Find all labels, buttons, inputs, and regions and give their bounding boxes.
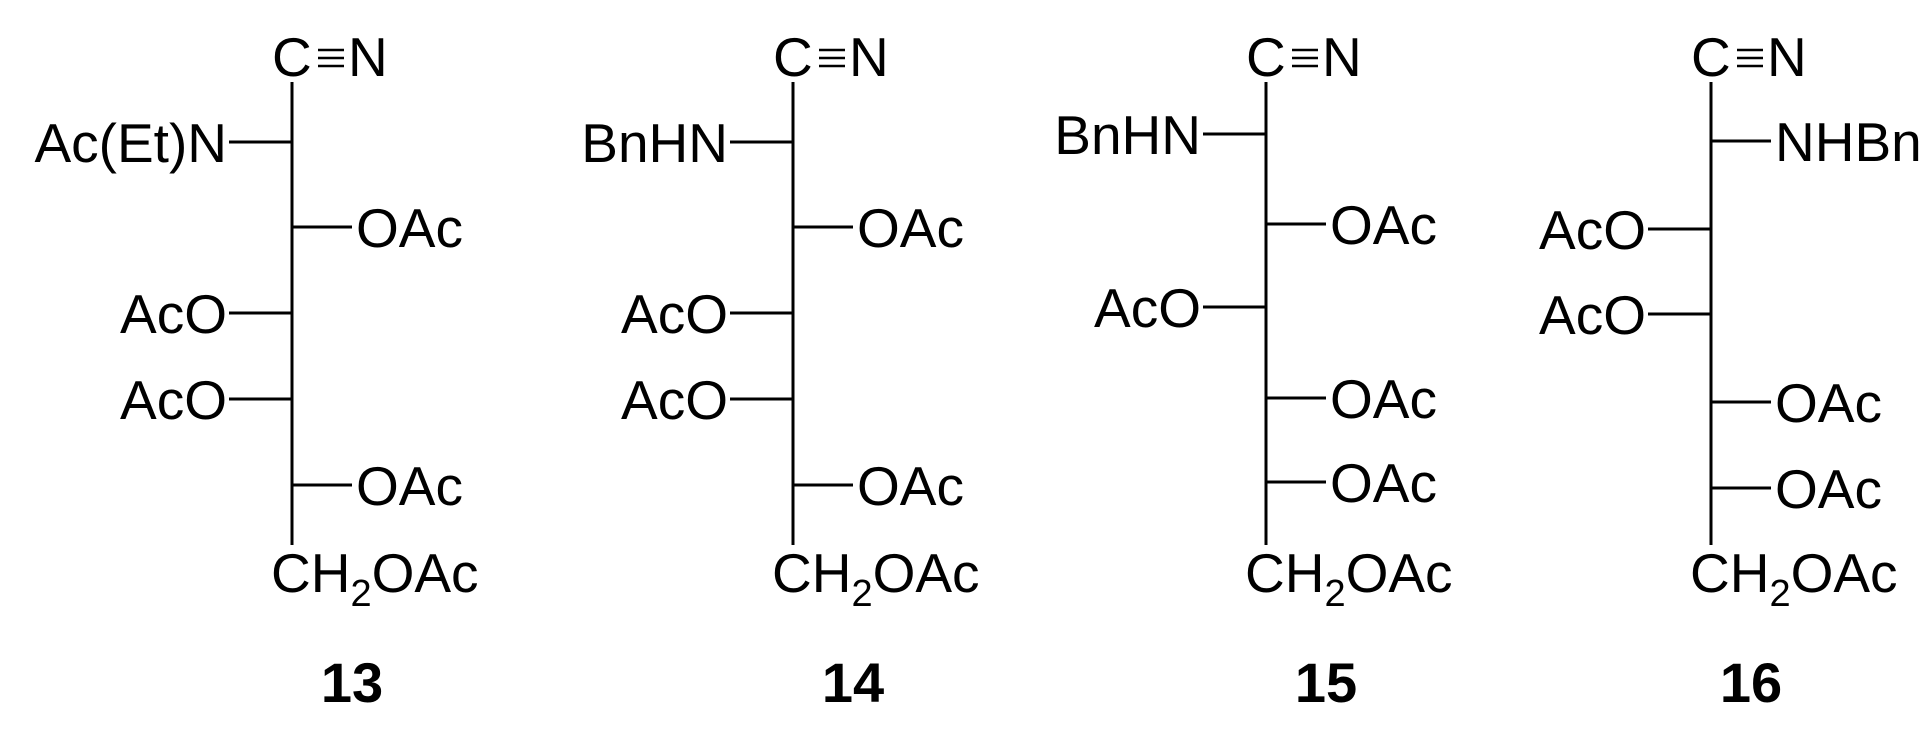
nitrile-nitrogen: N [348,26,388,88]
terminal-group-label: CH2OAc [1690,542,1898,615]
substituent-label: AcO [621,369,728,431]
substituent-label: AcO [120,369,227,431]
substituent-label: AcO [1539,284,1646,346]
compound-16: C N NHBn AcO AcO OAc OAc CH2OAc 16 [1539,26,1922,714]
substituent-label: NHBn [1775,111,1922,173]
substituent-label: OAc [857,197,964,259]
compound-13: C N Ac(Et)N OAc AcO AcO OAc CH2OAc 13 [35,26,479,714]
substituent-label: OAc [1330,368,1437,430]
compound-number: 16 [1720,651,1782,714]
nitrile-carbon: C [1691,26,1731,88]
substituent-label: BnHN [581,112,728,174]
terminal-group-label: CH2OAc [1245,542,1453,615]
nitrile-carbon: C [773,26,813,88]
terminal-group-label: CH2OAc [772,542,980,615]
substituent-label: OAc [1330,194,1437,256]
substituent-label: AcO [1094,277,1201,339]
compound-number: 15 [1295,651,1357,714]
substituent-label: OAc [1330,452,1437,514]
compound-number: 13 [321,651,383,714]
substituent-label: AcO [1539,199,1646,261]
compound-14: C N BnHN OAc AcO AcO OAc CH2OAc 14 [581,26,979,714]
compound-number: 14 [822,651,884,714]
nitrile-nitrogen: N [1767,26,1807,88]
nitrile-carbon: C [1246,26,1286,88]
substituent-label: OAc [356,197,463,259]
substituent-label: BnHN [1054,104,1201,166]
substituent-label: AcO [621,283,728,345]
substituent-label: OAc [1775,372,1882,434]
substituent-label: OAc [857,455,964,517]
compound-15: C N BnHN OAc AcO OAc OAc CH2OAc 15 [1054,26,1452,714]
nitrile-nitrogen: N [849,26,889,88]
nitrile-carbon: C [272,26,312,88]
substituent-label: OAc [356,455,463,517]
substituent-label: Ac(Et)N [35,112,228,174]
substituent-label: AcO [120,283,227,345]
terminal-group-label: CH2OAc [271,542,479,615]
nitrile-nitrogen: N [1322,26,1362,88]
substituent-label: OAc [1775,458,1882,520]
